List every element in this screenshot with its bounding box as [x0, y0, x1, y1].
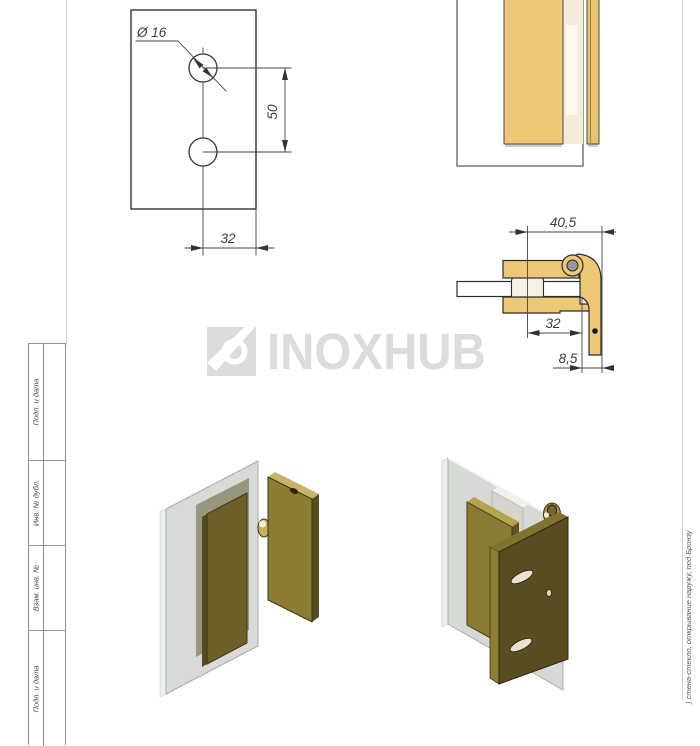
- svg-text:Ø 16: Ø 16: [136, 25, 167, 40]
- plate-outline: [130, 9, 257, 210]
- dim-edge-offset: 32: [184, 208, 275, 256]
- inoxhub-logo-icon: [207, 327, 256, 376]
- glass-side-face: [441, 457, 449, 628]
- dim-wall-offset: 8,5: [553, 298, 614, 373]
- clamp-side-face: [202, 514, 207, 667]
- clamp-front-face: [206, 492, 248, 665]
- iso-view-closed: [441, 457, 569, 691]
- drawing-sheet: Ø 16 50 32: [130, 0, 616, 698]
- dim-hole-spacing: 50: [202, 67, 292, 153]
- dim-hole-diameter: Ø 16: [135, 25, 227, 92]
- sheet-frame-line-right: [682, 0, 683, 700]
- hinge-pin: [566, 259, 579, 272]
- svg-text:32: 32: [545, 316, 561, 331]
- wall-plate-top-face: [268, 472, 319, 499]
- shadow: [505, 144, 562, 147]
- title-block-label: Подп. и дата: [31, 665, 41, 712]
- dim-plate-depth: 32: [527, 316, 582, 336]
- svg-text:50: 50: [265, 104, 280, 120]
- front-view: Ø 16 50 32: [130, 9, 292, 256]
- shadow: [588, 144, 598, 147]
- screw-hole: [289, 487, 299, 495]
- mount-slot-top: [510, 569, 534, 585]
- title-block-cell: Подп. и дата: [29, 344, 65, 461]
- wall-plate-front-face: [267, 476, 313, 623]
- gasket-top-face: [492, 486, 530, 508]
- title-block-label: Инв. № дубл.: [31, 479, 41, 527]
- svg-text:40,5: 40,5: [550, 215, 577, 230]
- watermark-text: INOXHUB: [267, 323, 486, 380]
- title-block-cell: Инв. № дубл.: [29, 461, 65, 546]
- wall-plate-side-face: [489, 546, 500, 685]
- knuckle-highlight: [544, 512, 549, 518]
- title-block-label: Взам. инв. №: [31, 564, 41, 612]
- wall-plate-top-face: [490, 512, 568, 552]
- dim-total-depth: 40,5: [509, 215, 616, 373]
- wall-plate-side-face: [312, 494, 319, 622]
- clamp-bottom: [502, 296, 598, 314]
- title-block: Подп. и дата Инв. № дубл. Взам. инв. № П…: [28, 343, 66, 746]
- glass-side-face: [159, 508, 167, 698]
- side-note: ) стена-стекло, открывание наружу, под Б…: [684, 530, 693, 704]
- knuckle-highlight: [259, 520, 266, 528]
- sheet-frame-line-left: [66, 0, 67, 345]
- profile-view: 40,5 32 8,5: [456, 215, 616, 373]
- iso-view-open: [159, 460, 319, 698]
- mount-hole: [546, 589, 553, 598]
- mount-slot-bottom: [509, 637, 533, 653]
- side-note-text: ) стена-стекло, открывание наружу, под Б…: [684, 530, 693, 704]
- set-screw: [592, 328, 598, 334]
- gasket-highlight: [566, 25, 577, 115]
- title-block-cell: Взам. инв. №: [29, 546, 65, 631]
- svg-text:32: 32: [220, 231, 236, 246]
- hinge-plate: [503, 0, 564, 145]
- title-block-label: Подп. и дата: [31, 378, 41, 426]
- clamp-top-face: [467, 497, 519, 527]
- svg-text:8,5: 8,5: [559, 351, 578, 366]
- title-block-cell: Подп. и дата: [29, 631, 65, 746]
- wall-plate-edge: [586, 0, 600, 145]
- watermark: INOXHUB: [207, 326, 502, 377]
- side-view: [456, 0, 600, 167]
